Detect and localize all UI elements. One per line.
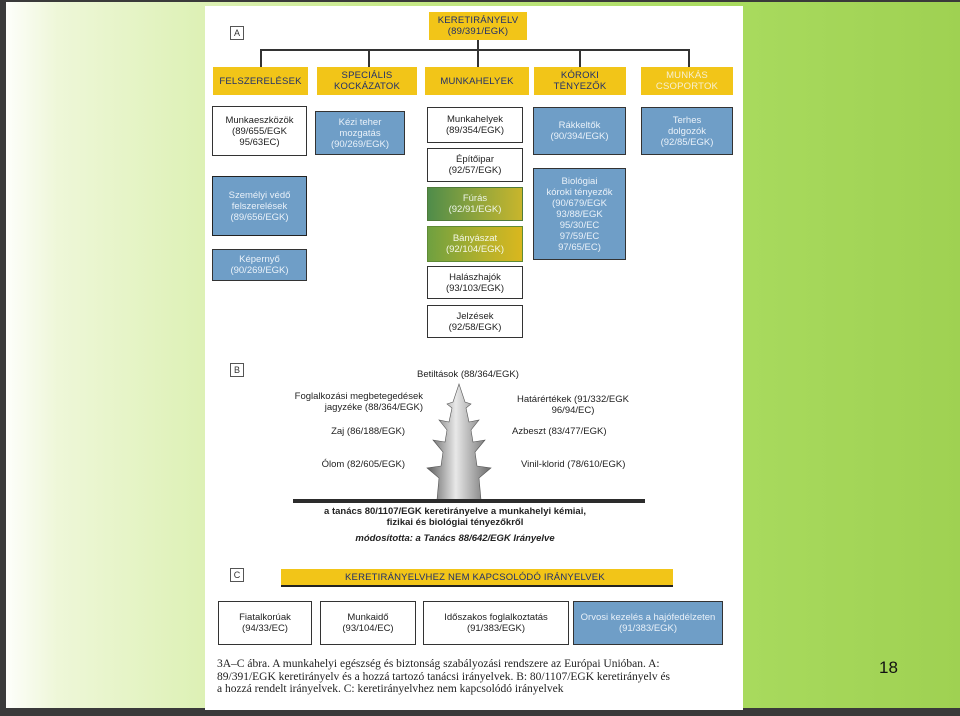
connector (477, 40, 479, 49)
tree-top-label: Betiltások (88/364/EGK) (417, 369, 519, 380)
box-biologiai-koroki: Biológiai kóroki tényezők (90/679/EGK 93… (533, 168, 626, 260)
connector (688, 49, 690, 67)
tree-left-label-3: Ólom (82/605/EGK) (321, 459, 405, 470)
framework-directive-header: KERETIRÁNYELV (89/391/EGK) (429, 12, 527, 40)
box-munkaido: Munkaidő (93/104/EC) (320, 601, 416, 645)
box-rakkeltok: Rákkeltők (90/394/EGK) (533, 107, 626, 155)
tree-baseline (293, 499, 645, 503)
category-specialis-kockazatok: SPECIÁLIS KOCKÁZATOK (317, 67, 417, 95)
tree-right-label-1: Határértékek (91/332/EGK 96/94/EC) (517, 394, 629, 416)
connector (368, 49, 370, 67)
box-epitoipar: Építőipar (92/57/EGK) (427, 148, 523, 182)
directive-tree-graphic (426, 383, 492, 501)
connector (260, 49, 688, 51)
category-felszerelesek: FELSZERELÉSEK (213, 67, 308, 95)
box-kezi-teher: Kézi teher mozgatás (90/269/EGK) (315, 111, 405, 155)
box-halaszhajok: Halászhajók (93/103/EGK) (427, 266, 523, 299)
page-number: 18 (879, 658, 898, 677)
section-a-label: A (230, 26, 244, 40)
framework-code: (89/391/EGK) (447, 26, 509, 37)
section-c-header-underline (281, 585, 673, 587)
box-furas: Fúrás (92/91/EGK) (427, 187, 523, 221)
box-terhes-dolgozok: Terhes dolgozók (92/85/EGK) (641, 107, 733, 155)
scanned-page: A KERETIRÁNYELV (89/391/EGK) FELSZERELÉS… (205, 6, 743, 710)
section-c-label: C (230, 568, 244, 582)
box-idoszakos-foglalkoztatas: Időszakos foglalkoztatás (91/383/EGK) (423, 601, 569, 645)
tree-left-label-1: Foglalkozási megbetegedések jagyzéke (88… (294, 391, 423, 413)
box-fiatalkoruak: Fiatalkorúak (94/33/EC) (218, 601, 312, 645)
connector (260, 49, 262, 67)
box-munkahelyek: Munkahelyek (89/354/EGK) (427, 107, 523, 143)
framework-title: KERETIRÁNYELV (437, 15, 519, 26)
section-c-header: KERETIRÁNYELVHEZ NEM KAPCSOLÓDÓ IRÁNYELV… (281, 569, 673, 585)
tree-left-label-2: Zaj (86/188/EGK) (331, 426, 405, 437)
box-banyaszat: Bányászat (92/104/EGK) (427, 226, 523, 262)
box-jelzesek: Jelzések (92/58/EGK) (427, 305, 523, 338)
box-orvosi-kezeles: Orvosi kezelés a hajófedélzeten (91/383/… (573, 601, 723, 645)
section-b-label: B (230, 363, 244, 377)
tree-modified-text: módosította: a Tanács 88/642/EGK Irányel… (355, 533, 555, 544)
tree-right-label-3: Vinil-klorid (78/610/EGK) (521, 459, 626, 470)
box-munkaeszkozok: Munkaeszközök (89/655/EGK 95/63EC) (212, 106, 307, 156)
connector (477, 49, 479, 67)
figure-caption: 3A–C ábra. A munkahelyi egészség és bizt… (217, 658, 671, 695)
category-koroki-tenyezok: KÓROKI TÉNYEZŐK (534, 67, 626, 95)
box-szemelyi-vedo: Személyi védő felszerelések (89/656/EGK) (212, 176, 307, 236)
tree-base-text: a tanács 80/1107/EGK keretirányelve a mu… (324, 506, 586, 528)
tree-right-label-2: Azbeszt (83/477/EGK) (512, 426, 607, 437)
category-munkas-csoportok: MUNKÁS CSOPORTOK (641, 67, 733, 95)
category-munkahelyek: MUNKAHELYEK (425, 67, 529, 95)
slide-bottom-bar (0, 708, 960, 716)
box-kepernyo: Képernyő (90/269/EGK) (212, 249, 307, 281)
connector (579, 49, 581, 67)
